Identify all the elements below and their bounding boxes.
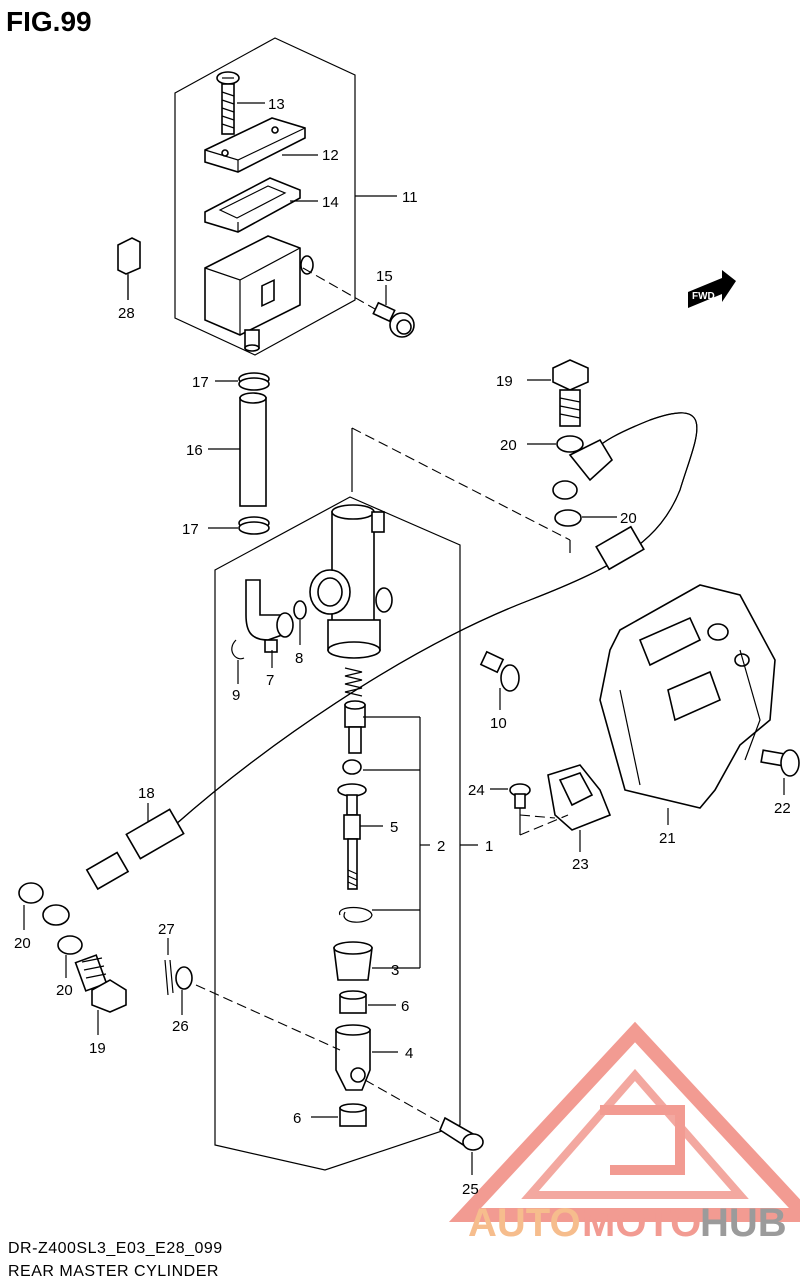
washer-20-left-b: [57, 935, 83, 955]
callout-8: 8: [295, 650, 303, 667]
footer-code: DR-Z400SL3_E03_E28_099: [8, 1240, 223, 1257]
callout-6-lower: 6: [293, 1110, 301, 1127]
label-28: [117, 237, 141, 275]
callout-21: 21: [659, 830, 676, 847]
piston-cup: [344, 700, 366, 754]
diaphragm-14: [204, 177, 301, 233]
watermark-moto: MOTO: [582, 1201, 701, 1245]
reservoir-body: [204, 235, 314, 352]
screw-24: [509, 783, 531, 809]
push-rod-5: [343, 794, 361, 890]
washer-20-top-b: [554, 509, 582, 527]
callout-11: 11: [402, 189, 418, 206]
callout-6-upper: 6: [401, 998, 409, 1015]
callout-7: 7: [266, 672, 274, 689]
circlip-9: [231, 639, 245, 660]
o-ring-8: [293, 600, 307, 620]
callout-3: 3: [391, 962, 399, 979]
callout-27: 27: [158, 921, 175, 938]
callout-5: 5: [390, 819, 398, 836]
bolt-10: [479, 650, 520, 692]
union-bolt-19-left: [74, 954, 127, 1013]
callout-24: 24: [468, 782, 485, 799]
callouts: 1 2 3 4 5 6 6 7 8 9 10 11 12 13 14 15 16…: [14, 96, 791, 1198]
reservoir-cap-12: [204, 117, 306, 173]
callout-20-left-a: 20: [14, 935, 31, 952]
callout-10: 10: [490, 715, 507, 732]
snap-ring: [339, 906, 373, 923]
nut-6-lower: [339, 1103, 367, 1127]
pin-25: [364, 1079, 484, 1151]
callout-12: 12: [322, 147, 339, 164]
hose-clamp-17-bottom: [238, 516, 270, 535]
cotter-pin-27: [164, 959, 174, 996]
elbow-7: [245, 579, 294, 653]
callout-16: 16: [186, 442, 203, 459]
guard-21: [599, 584, 776, 809]
callout-13: 13: [268, 96, 285, 113]
callout-18: 18: [138, 785, 155, 802]
master-cylinder-body: [309, 504, 393, 659]
washer-20-top-a: [556, 435, 584, 453]
callout-25: 25: [462, 1181, 479, 1198]
callout-20-top-b: 20: [620, 510, 637, 527]
boot-3: [333, 941, 373, 981]
callout-2: 2: [437, 838, 445, 855]
nut-6-upper: [339, 990, 367, 1014]
union-bolt-19-top: [552, 359, 589, 427]
hose-16: [239, 392, 267, 507]
watermark-hub: HUB: [700, 1201, 787, 1245]
clevis-4: [335, 1024, 371, 1091]
piston-seal: [342, 759, 362, 775]
callout-4: 4: [405, 1045, 413, 1062]
watermark-logo: AUTO MOTO HUB: [448, 1021, 800, 1245]
brake-hose-18: [42, 412, 698, 926]
bolt-22: [760, 749, 800, 777]
callout-23: 23: [572, 856, 589, 873]
callout-28: 28: [118, 305, 135, 322]
callout-1: 1: [485, 838, 493, 855]
bracket-23: [547, 764, 612, 831]
bolt-15: [302, 267, 415, 338]
callout-19-left: 19: [89, 1040, 106, 1057]
screw-13: [216, 71, 240, 135]
callout-22: 22: [774, 800, 791, 817]
callout-19-top: 19: [496, 373, 513, 390]
reservoir-group-outline: [174, 37, 356, 356]
fwd-arrow-icon: FWD: [688, 270, 736, 308]
figure-title: FIG.99: [6, 6, 92, 37]
callout-9: 9: [232, 687, 240, 704]
hose-clamp-17-top: [238, 372, 270, 391]
washer-20-left-a: [18, 882, 44, 904]
fwd-label: FWD: [692, 291, 715, 302]
watermark-auto: AUTO: [468, 1201, 581, 1245]
callout-20-left-b: 20: [56, 982, 73, 999]
leader-lines: [23, 102, 785, 1175]
spring: [344, 667, 363, 697]
callout-26: 26: [172, 1018, 189, 1035]
callout-17-top: 17: [192, 374, 209, 391]
washer-26: [175, 966, 193, 990]
callout-20-top-a: 20: [500, 437, 517, 454]
callout-15: 15: [376, 268, 393, 285]
footer-title: REAR MASTER CYLINDER: [8, 1263, 219, 1280]
master-cylinder-group-outline: [214, 496, 461, 1171]
callout-17-bottom: 17: [182, 521, 199, 538]
callout-14: 14: [322, 194, 339, 211]
